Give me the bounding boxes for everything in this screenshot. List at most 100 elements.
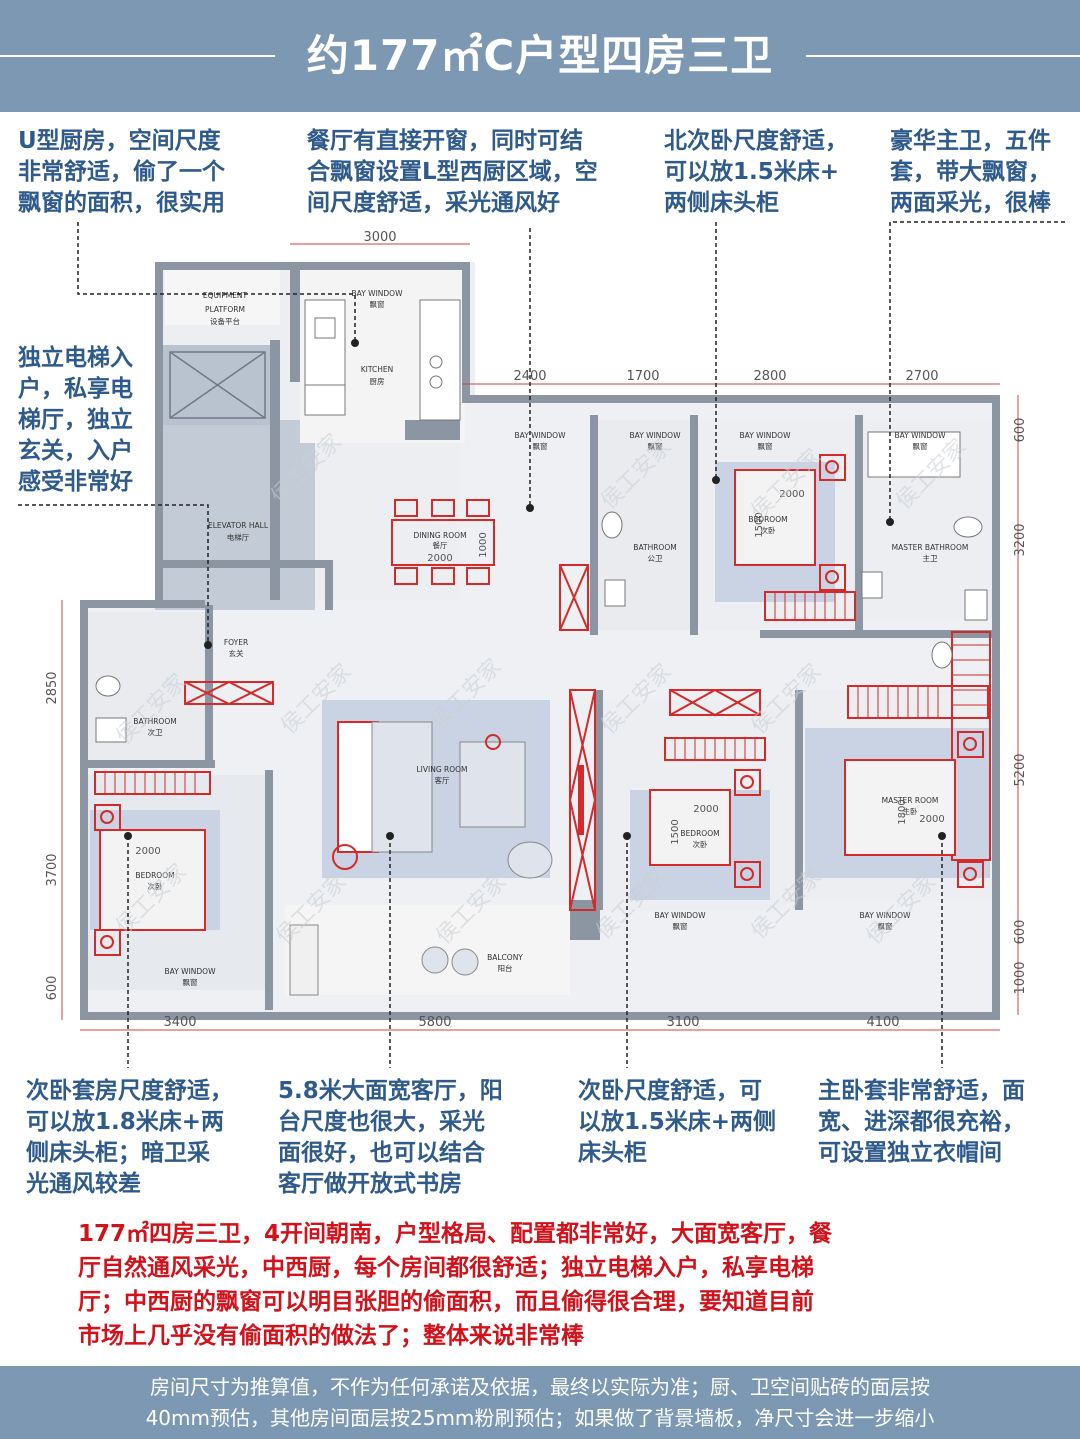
room-label: BAY WINDOW (895, 431, 947, 440)
note-line: 两侧床头柜 (664, 190, 779, 216)
note-line: 光通风较差 (26, 1171, 141, 1197)
summary-line: 市场上几乎没有偷面积的做法了；整体来说非常棒 (78, 1323, 584, 1349)
summary-line: 177㎡四房三卫，4开间朝南，户型格局、配置都非常好，大面宽客厅，餐 (78, 1221, 833, 1247)
note-line: 合飘窗设置L型西厨区域，空 (307, 159, 598, 185)
nightstands (94, 454, 984, 956)
footer-line: 40mm预估，其他房间面层按25mm粉刷预估；如果做了背景墙板，净尺寸会进一步缩… (145, 1406, 935, 1430)
note-line: 感受非常好 (18, 469, 133, 495)
dim-label: 3000 (363, 230, 396, 245)
room-label: LIVING ROOM (416, 765, 467, 774)
room-label: 1800 (897, 799, 908, 824)
note-line: 台尺度也很大，采光 (278, 1109, 485, 1135)
dim-label: 600 (1013, 920, 1028, 945)
room-label: 1500 (754, 512, 765, 537)
room-label: PLATFORM (205, 305, 245, 314)
leader-dots (124, 339, 946, 840)
room-label: 飘窗 (758, 441, 773, 451)
note-kitchen: U型厨房，空间尺度 非常舒适，偷了一个 飘窗的面积，很实用 (18, 126, 225, 219)
note-south-bedroom: 次卧尺度舒适，可 以放1.5米床+两侧 床头柜 (578, 1076, 776, 1169)
note-line: U型厨房，空间尺度 (18, 128, 221, 154)
room-label: 次卫 (148, 727, 163, 737)
room-label: 1000 (478, 532, 489, 557)
wardrobes (184, 564, 761, 911)
room-label: 2000 (779, 489, 804, 500)
note-line: 飘窗的面积，很实用 (18, 190, 225, 216)
room-label: 飘窗 (878, 921, 893, 931)
room-label: 飘窗 (533, 441, 548, 451)
room-label: 主卫 (923, 553, 938, 563)
dim-label: 2800 (753, 369, 786, 384)
note-north-bedroom: 北次卧尺度舒适， 可以放1.5米床+ 两侧床头柜 (664, 126, 848, 219)
room-label: ELEVATOR HALL (208, 521, 269, 530)
room-label: 公卫 (648, 554, 663, 563)
room-label: 飘窗 (673, 921, 688, 931)
note-line: 独立电梯入 (18, 345, 133, 371)
note-master-bath: 豪华主卫，五件 套，带大飘窗， 两面采光，很棒 (890, 126, 1051, 219)
dim-label: 1000 (1013, 961, 1028, 994)
room-label: 次卧 (761, 525, 776, 535)
summary-text: 177㎡四房三卫，4开间朝南，户型格局、配置都非常好，大面宽客厅，餐 厅自然通风… (78, 1217, 832, 1353)
room-label: 飘窗 (648, 441, 663, 451)
note-living: 5.8米大面宽客厅，阳 台尺度也很大，采光 面很好，也可以结合 客厅做开放式书房 (278, 1076, 503, 1200)
room-label: 2000 (427, 553, 452, 564)
title-rule-right (806, 55, 1080, 57)
room-label: BAY WINDOW (740, 431, 792, 440)
room-label: 电梯厅 (227, 532, 250, 542)
note-line: 可以放1.5米床+ (664, 159, 840, 185)
note-line: 5.8米大面宽客厅，阳 (278, 1078, 503, 1104)
note-line: 豪华主卫，五件 (890, 128, 1051, 154)
elevator-shaft (169, 351, 266, 419)
room-label: 2000 (135, 846, 160, 857)
dimension-labels: 3000 2400 1700 2800 2700 3400 5800 3100 … (45, 230, 1028, 1030)
room-label: 客厅 (435, 775, 450, 785)
note-line: 户，私享电 (18, 376, 133, 402)
beds (99, 469, 956, 931)
note-master-bedroom: 主卧套非常舒适，面 宽、进深都很充裕， 可设置独立衣帽间 (818, 1076, 1025, 1169)
room-label: BAY WINDOW (352, 289, 404, 298)
summary-line: 厅；中西厨的飘窗可以明目张胆的偷面积，而且偷得很合理，要知道目前 (78, 1289, 814, 1315)
room-label: 1500 (670, 819, 681, 844)
note-line: 套，带大飘窗， (890, 159, 1051, 185)
note-line: 面很好，也可以结合 (278, 1140, 485, 1166)
title-rule-left (0, 55, 275, 57)
note-line: 以放1.5米床+两侧 (578, 1109, 777, 1135)
room-label: 设备平台 (210, 316, 240, 326)
disclaimer-footer: 房间尺寸为推算值，不作为任何承诺及依据，最终以实际为准；厨、卫空间贴砖的面层按 … (0, 1366, 1080, 1439)
note-line: 北次卧尺度舒适， (664, 128, 848, 154)
room-label: BEDROOM (680, 829, 719, 838)
dim-label: 2850 (45, 671, 60, 704)
room-label: BATHROOM (633, 543, 676, 552)
room-label: 玄关 (229, 648, 244, 658)
room-label: 次卧 (148, 881, 163, 891)
note-line: 客厅做开放式书房 (278, 1171, 462, 1197)
dim-label: 1700 (626, 369, 659, 384)
room-label: 次卧 (693, 839, 708, 849)
balcony-furniture (289, 924, 479, 996)
dimension-lines (61, 243, 1019, 1031)
note-suite-bedroom: 次卧套房尺度舒适， 可以放1.8米床+两 侧床头柜；暗卫采 光通风较差 (26, 1076, 233, 1200)
room-label: FOYER (224, 638, 248, 647)
dim-label: 600 (1013, 418, 1028, 443)
note-line: 可以放1.8米床+两 (26, 1109, 225, 1135)
dim-label: 3200 (1013, 523, 1028, 556)
room-label: 主卧 (903, 806, 918, 816)
room-label: BEDROOM (748, 515, 787, 524)
room-label: 2000 (693, 804, 718, 815)
room-label: 2000 (919, 814, 944, 825)
note-line: 非常舒适，偷了一个 (18, 159, 225, 185)
room-label: BAY WINDOW (655, 911, 707, 920)
room-label: BAY WINDOW (515, 431, 567, 440)
room-label: 飘窗 (913, 441, 928, 451)
room-label: BATHROOM (133, 717, 176, 726)
room-label: BEDROOM (135, 871, 174, 880)
note-line: 两面采光，很棒 (890, 190, 1051, 216)
note-line: 宽、进深都很充裕， (818, 1109, 1025, 1135)
room-label: DINING ROOM (413, 531, 466, 540)
dim-label: 2700 (905, 369, 938, 384)
closet-hatching (104, 592, 990, 794)
summary-line: 厅自然通风采光，中西厨，每个房间都很舒适；独立电梯入户，私享电梯 (78, 1255, 814, 1281)
dim-label: 3100 (666, 1015, 699, 1030)
room-label: 厨房 (370, 376, 385, 386)
dim-label: 600 (45, 976, 60, 1001)
leader-lines (18, 221, 1065, 1068)
